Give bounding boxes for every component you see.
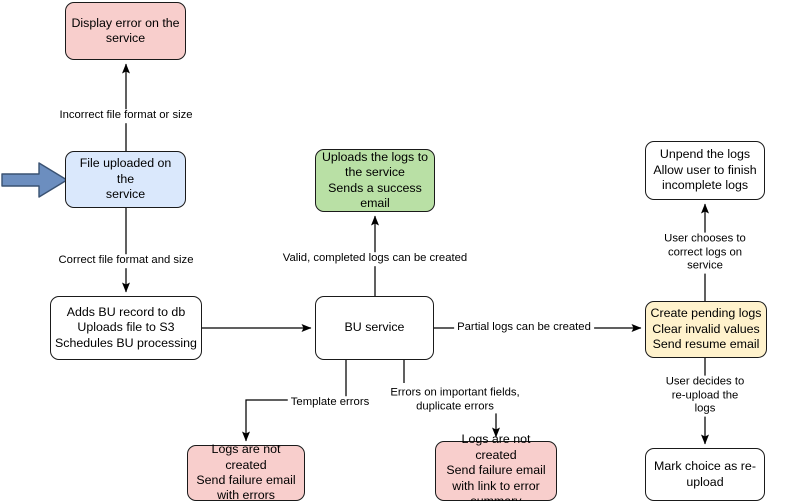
node-unpend-logs[interactable]: Unpend the logs Allow user to finish inc…	[645, 141, 765, 200]
node-uploads-logs[interactable]: Uploads the logs to the service Sends a …	[315, 149, 435, 212]
node-label: Mark choice as re- upload	[654, 459, 756, 489]
node-logs-not-created-template[interactable]: Logs are not created Send failure email …	[187, 442, 305, 501]
node-create-pending-logs[interactable]: Create pending logs Clear invalid values…	[645, 301, 767, 358]
node-label: BU service	[344, 320, 405, 335]
edge-label-template-errors: Template errors	[287, 396, 373, 410]
node-logs-not-created-summary[interactable]: Logs are not created Send failure email …	[435, 432, 557, 501]
node-display-error[interactable]: Display error on the service	[65, 2, 186, 60]
node-label: Unpend the logs Allow user to finish inc…	[653, 147, 757, 193]
node-adds-bu-record[interactable]: Adds BU record to db Uploads file to S3 …	[50, 296, 202, 360]
edge-label-user-reuploads: User decides to re-upload the logs	[657, 375, 753, 417]
node-label: File uploaded on the service	[79, 156, 172, 202]
node-label: Logs are not created Send failure email …	[446, 432, 546, 501]
node-label: Create pending logs Clear invalid values…	[650, 306, 762, 352]
edge-label-partial-logs: Partial logs can be created	[454, 321, 594, 335]
node-label: Logs are not created Send failure email …	[196, 442, 296, 501]
node-mark-reupload[interactable]: Mark choice as re- upload	[645, 448, 765, 501]
edge-label-important-field-errors: Errors on important fields, duplicate er…	[387, 386, 523, 414]
edge-label-correct-format: Correct file format and size	[55, 254, 197, 268]
input-arrow-icon	[1, 161, 69, 199]
edge-label-user-corrects: User chooses to correct logs on service	[657, 232, 753, 274]
node-bu-service[interactable]: BU service	[315, 296, 434, 360]
edge-label-valid-completed: Valid, completed logs can be created	[279, 252, 471, 266]
node-label: Uploads the logs to the service Sends a …	[321, 149, 429, 210]
edge-label-incorrect-format: Incorrect file format or size	[56, 109, 196, 123]
node-label: Adds BU record to db Uploads file to S3 …	[55, 304, 197, 350]
node-file-uploaded[interactable]: File uploaded on the service	[65, 151, 186, 208]
node-label: Display error on the service	[71, 15, 180, 45]
